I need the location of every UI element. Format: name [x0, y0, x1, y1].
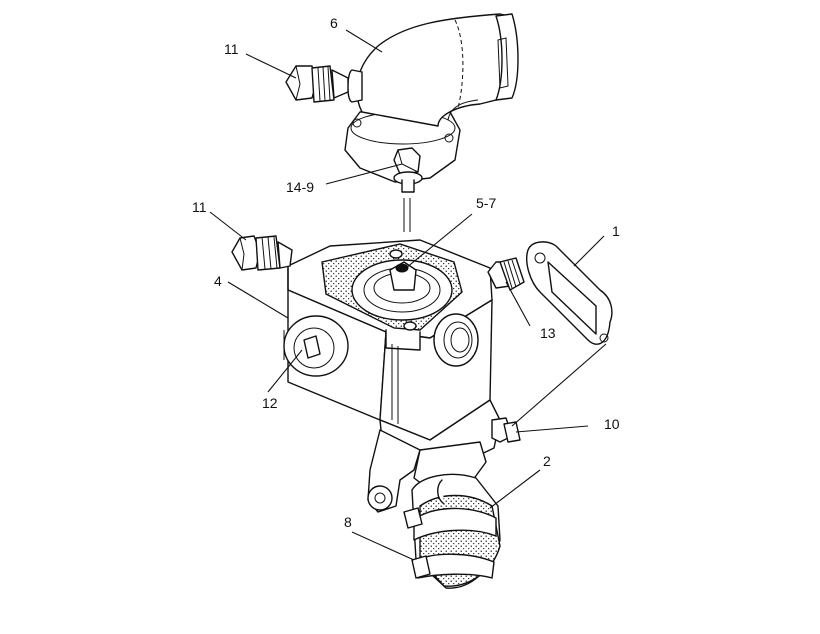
leader-6 — [345, 29, 383, 53]
callout-4: 4 — [214, 273, 222, 289]
pipe-plug-middle — [231, 235, 293, 271]
leader-2 — [489, 469, 541, 509]
bolt-washer — [393, 147, 423, 193]
gasket — [526, 241, 613, 345]
leader-13 — [505, 281, 531, 327]
callout-10: 10 — [604, 416, 620, 432]
leader-5-7 — [405, 213, 473, 269]
fitting — [491, 417, 521, 443]
leader-1 — [573, 235, 605, 267]
pipe-plug-right — [487, 257, 525, 291]
leader-11-mid — [209, 211, 247, 241]
callout-11-top: 11 — [224, 41, 239, 57]
leader-lines — [209, 29, 607, 561]
elbow-housing — [344, 13, 519, 183]
leader-14-9 — [325, 163, 403, 185]
callout-12: 12 — [262, 395, 278, 411]
callout-11-mid: 11 — [192, 199, 207, 215]
leader-12 — [267, 349, 303, 393]
leader-8 — [351, 531, 415, 561]
leader-4 — [227, 281, 289, 319]
callout-labels: 6 11 14-9 5-7 11 1 4 13 12 10 2 8 — [192, 15, 620, 530]
thermostat-valve — [389, 261, 417, 291]
leader-11-top — [245, 53, 297, 79]
pipe-plug-top — [285, 65, 349, 103]
callout-1: 1 — [612, 223, 620, 239]
callout-5-7: 5-7 — [476, 195, 496, 211]
callout-2: 2 — [543, 453, 551, 469]
leader-10 — [515, 425, 589, 433]
callout-13: 13 — [540, 325, 556, 341]
outlet-hose-assembly — [367, 429, 501, 589]
callout-8: 8 — [344, 514, 352, 530]
leader-gasket-to-fitting — [511, 343, 607, 427]
callout-14-9: 14-9 — [286, 179, 314, 195]
callout-6: 6 — [330, 15, 338, 31]
